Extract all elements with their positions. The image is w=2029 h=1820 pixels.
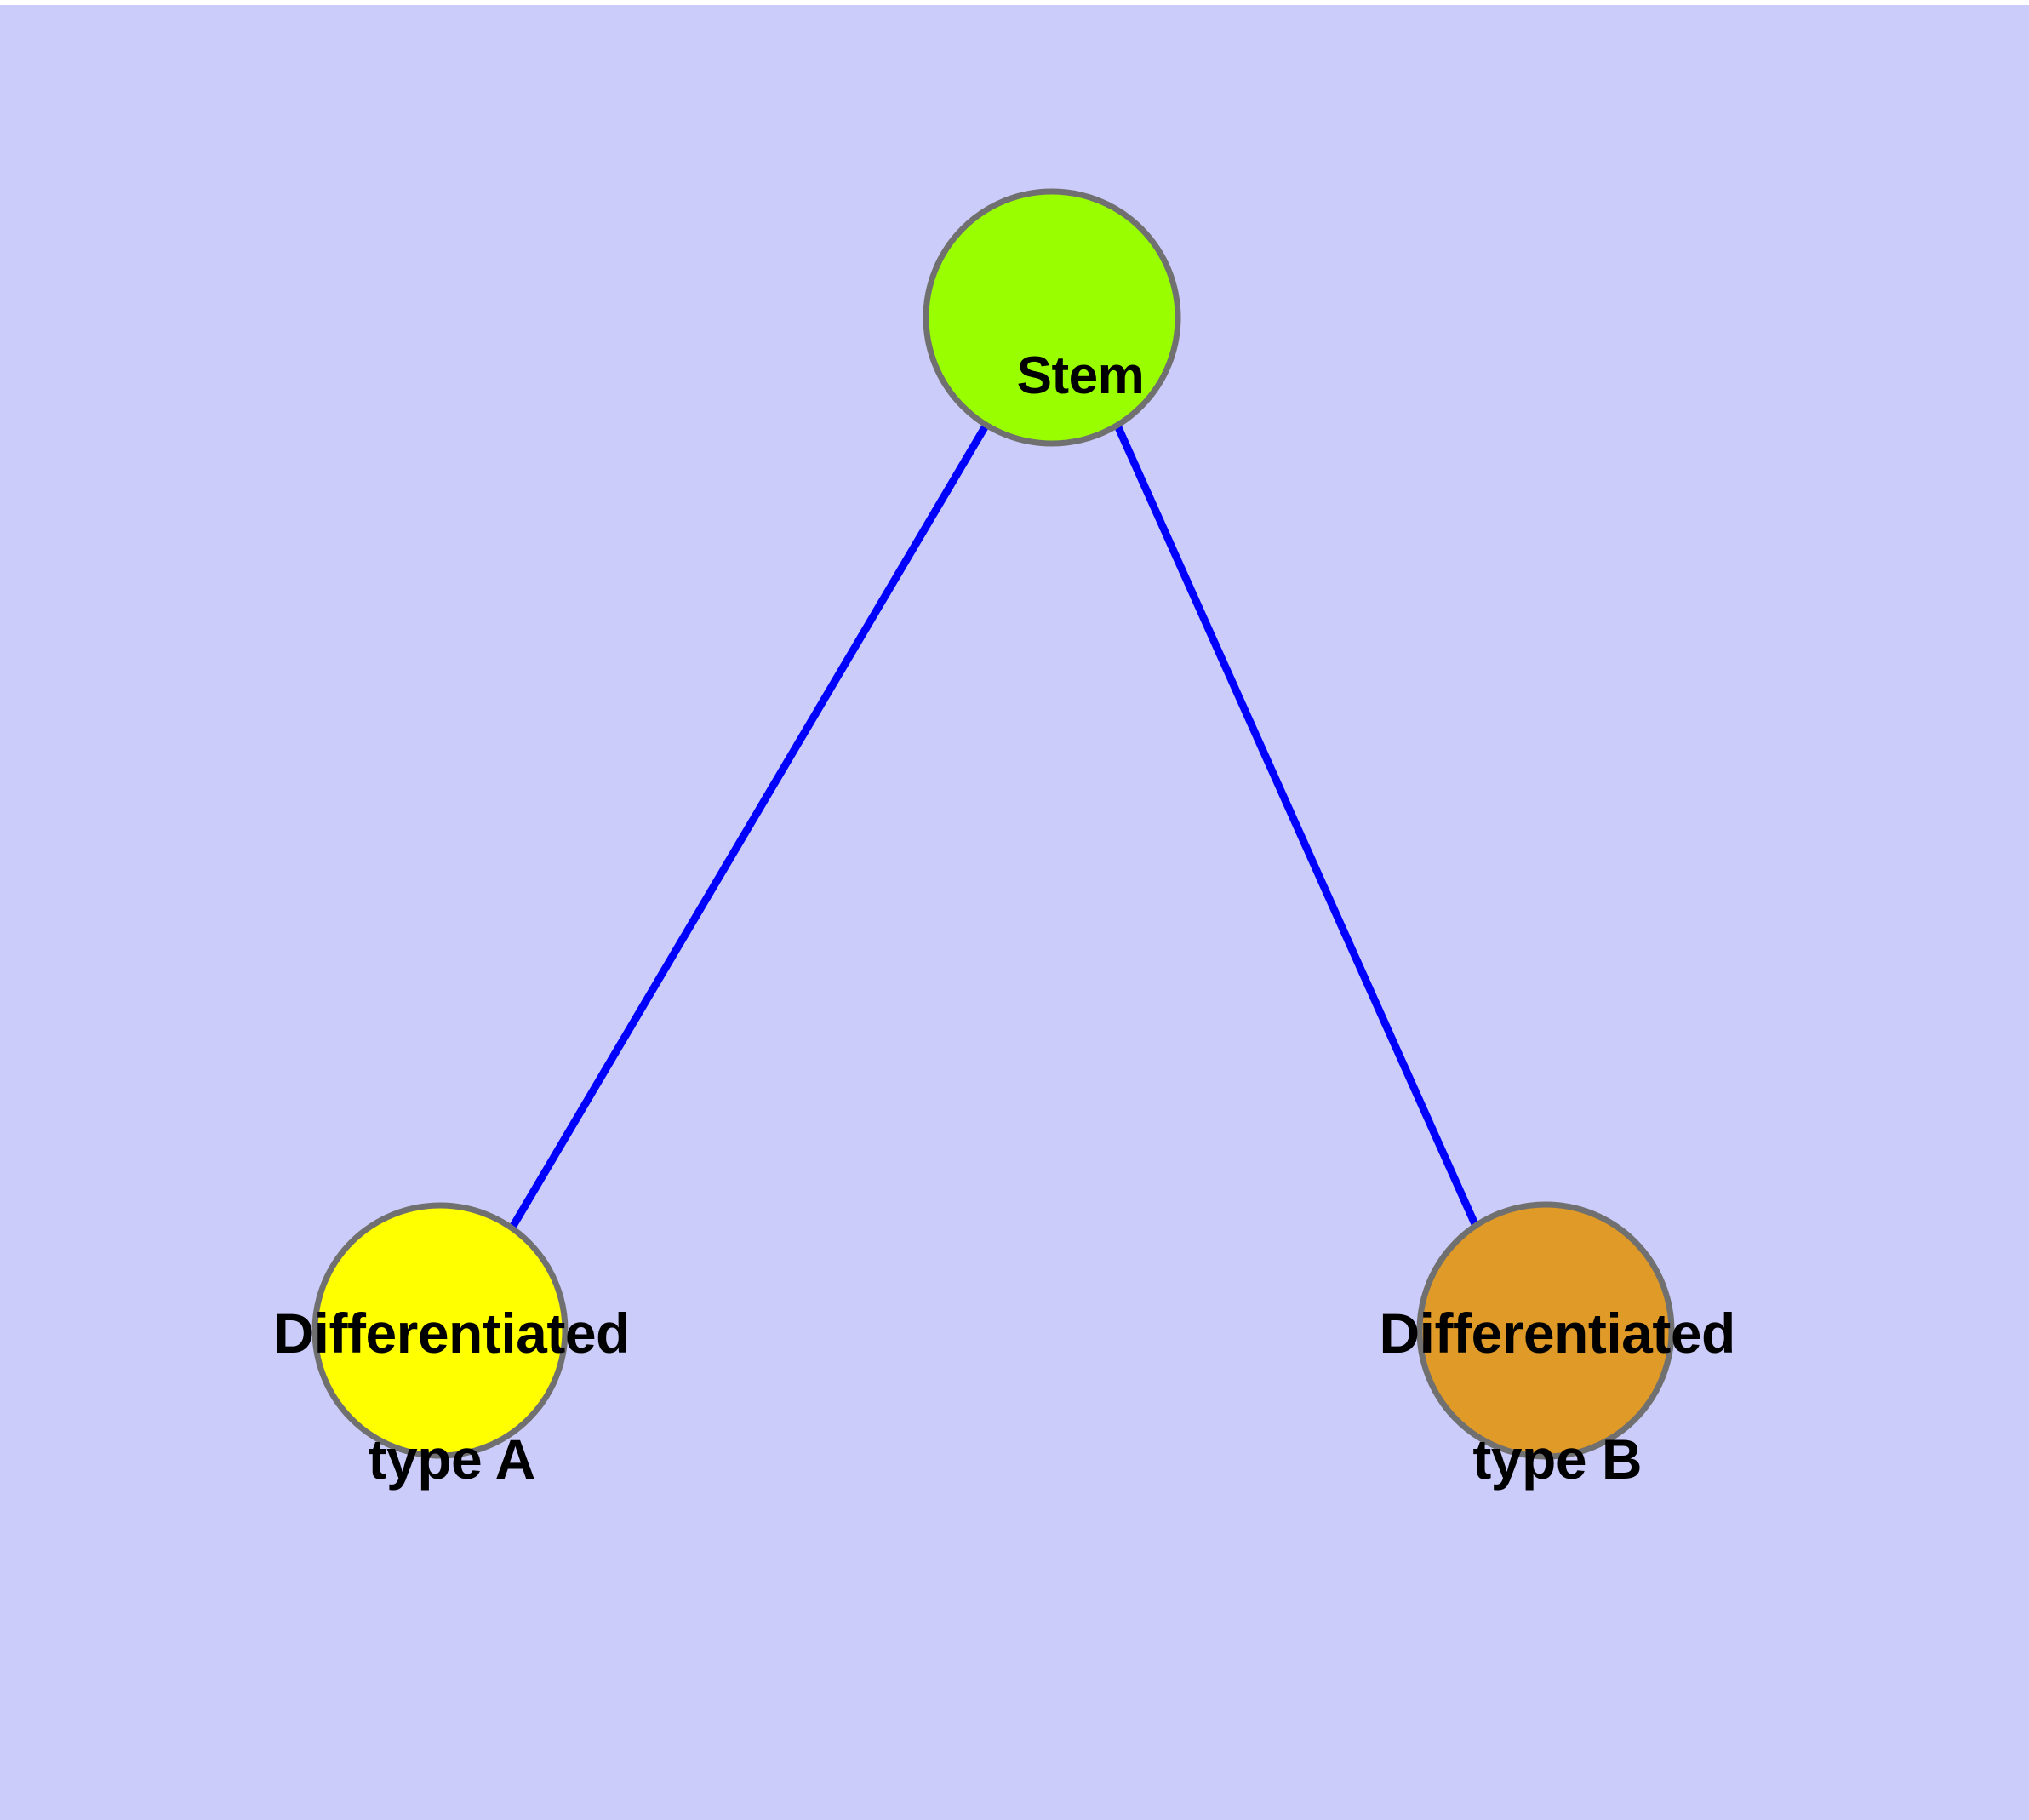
node-stem[interactable] <box>923 188 1181 447</box>
node-differentiated-type-b[interactable] <box>1416 1201 1675 1460</box>
node-group <box>311 188 1675 1460</box>
edge-stem-to-differentiated-b[interactable] <box>1113 424 1479 1226</box>
edge-stem-to-differentiated-a[interactable] <box>510 425 988 1228</box>
node-differentiated-type-a[interactable] <box>311 1202 569 1459</box>
edge-group <box>510 424 1479 1228</box>
